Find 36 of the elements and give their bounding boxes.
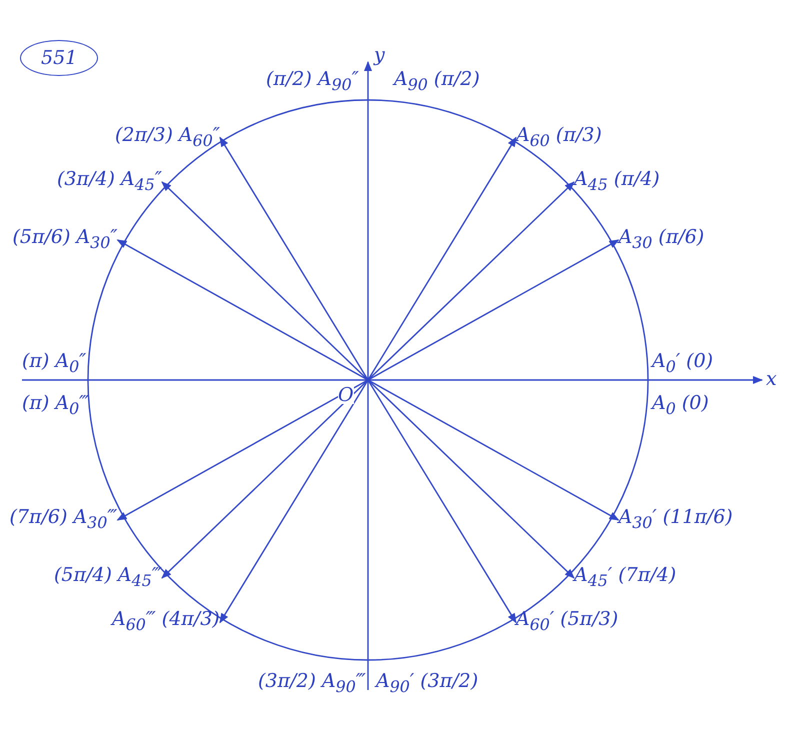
axis-label: x <box>766 368 777 390</box>
arrow <box>368 181 575 380</box>
point-label: (3π/2) A$_{90}$‴ <box>258 670 366 698</box>
point-label: (3π/4) A$_{45}$″ <box>57 168 162 196</box>
point-label: (5π/4) A$_{45}$‴ <box>54 564 162 592</box>
point-label: (5π/6) A$_{30}$″ <box>12 226 118 254</box>
point-label: A$_{60}$′ (5π/3) <box>516 608 618 636</box>
arrow <box>116 239 368 381</box>
point-label: A$_{0}$ (0) <box>652 392 709 420</box>
point-label: A$_{45}$ (π/4) <box>574 168 660 196</box>
point-label: A$_{90}$ (π/2) <box>394 68 480 96</box>
arrow <box>368 239 620 381</box>
point-label: A$_{0}$′ (0) <box>652 350 714 378</box>
point-label: (π/2) A$_{90}$″ <box>266 68 359 96</box>
point-label: (π) A$_{0}$‴ <box>22 392 90 420</box>
point-label: A$_{30}$′ (11π/6) <box>618 506 733 534</box>
arrow <box>219 380 369 624</box>
arrow <box>116 379 368 521</box>
point-label: A$_{60}$ (π/3) <box>516 124 602 152</box>
point-label: A$_{45}$′ (7π/4) <box>574 564 676 592</box>
origin-label: O <box>338 386 354 404</box>
arrow <box>368 379 620 521</box>
arrow <box>367 380 517 624</box>
point-label: (π) A$_{0}$″ <box>22 350 86 378</box>
arrow <box>367 136 517 380</box>
axis-label: y <box>374 44 385 66</box>
arrow <box>219 136 369 380</box>
arrow <box>161 181 368 380</box>
arrow <box>161 380 368 579</box>
task-number-oval: 551 <box>20 40 98 76</box>
arrow <box>368 380 575 579</box>
point-label: (2π/3) A$_{60}$″ <box>115 124 220 152</box>
point-label: (7π/6) A$_{30}$‴ <box>10 506 118 534</box>
point-label: A$_{60}$‴ (4π/3) <box>112 608 220 636</box>
point-label: A$_{90}$′ (3π/2) <box>376 670 478 698</box>
point-label: A$_{30}$ (π/6) <box>618 226 704 254</box>
